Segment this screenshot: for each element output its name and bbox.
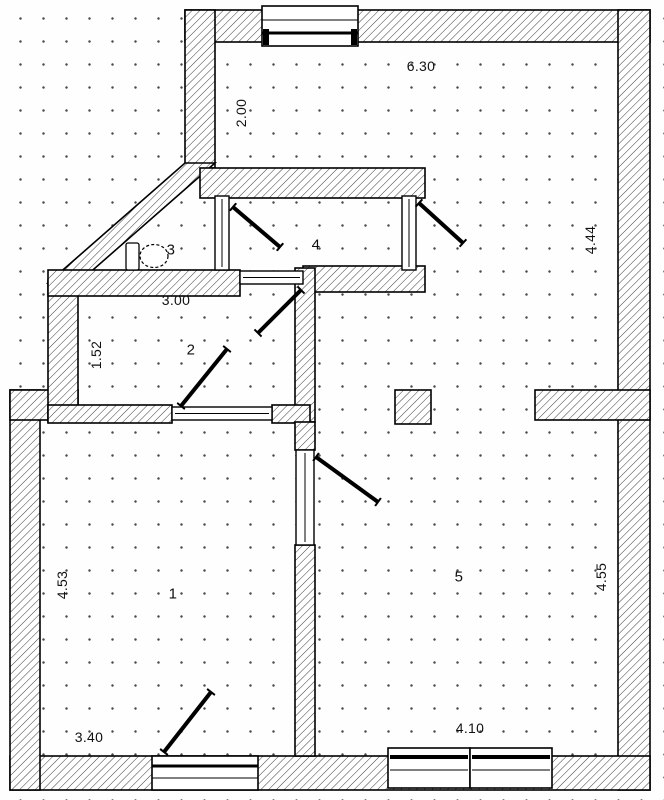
dim-room5-height: 4.55 [593, 562, 609, 592]
wall-room2-left [47, 279, 79, 423]
room-label-1: 1 [168, 585, 178, 603]
dim-right-upper-height: 4.44 [582, 225, 598, 255]
dim-top-room-depth: 2.00 [233, 98, 249, 128]
wall-left-lower [9, 389, 41, 791]
wall-bottom [9, 755, 651, 791]
door-leaf-room2-top [253, 285, 306, 338]
dim-room1-width: 3.40 [74, 729, 104, 745]
door-leaf-room2-bottom [176, 345, 232, 410]
dim-room3-width: 3.00 [161, 292, 191, 308]
dim-room1-height: 4.53 [54, 570, 70, 600]
door-leaf-room5 [312, 452, 382, 507]
walls [9, 9, 651, 791]
windows [151, 5, 553, 791]
door-leaf-room4-right [414, 198, 468, 248]
window-symbol-bottom-left [151, 755, 259, 791]
wall-room3-bottom [47, 269, 241, 297]
dim-top-width: 6.30 [406, 58, 436, 74]
wall-center-lower-b [294, 544, 316, 757]
room-label-5: 5 [454, 568, 464, 586]
toilet-icon [125, 242, 169, 271]
door-frames [171, 195, 417, 546]
wall-room4-top [199, 167, 426, 199]
wall-room1-room2-left [47, 404, 173, 424]
wall-room1-room2-right [271, 404, 311, 424]
wall-top [184, 9, 651, 43]
window-symbol-top [261, 5, 359, 47]
column [394, 389, 432, 425]
room-label-3: 3 [166, 241, 176, 259]
wall-left-upper [184, 9, 216, 169]
room-label-2: 2 [186, 341, 196, 359]
wall-center-lower-a [294, 421, 316, 451]
door-leaves [159, 198, 468, 756]
door-leaf-room4-left [228, 202, 285, 252]
dim-room5-width: 4.10 [455, 720, 485, 736]
room-label-4: 4 [311, 236, 321, 254]
door-leaf-room1-bottom [159, 688, 216, 756]
window-symbol-bottom-right-1 [387, 747, 471, 789]
wall-right-mid [534, 389, 651, 421]
window-symbol-bottom-right-2 [469, 747, 553, 789]
dim-room2-height: 1.52 [88, 340, 104, 370]
